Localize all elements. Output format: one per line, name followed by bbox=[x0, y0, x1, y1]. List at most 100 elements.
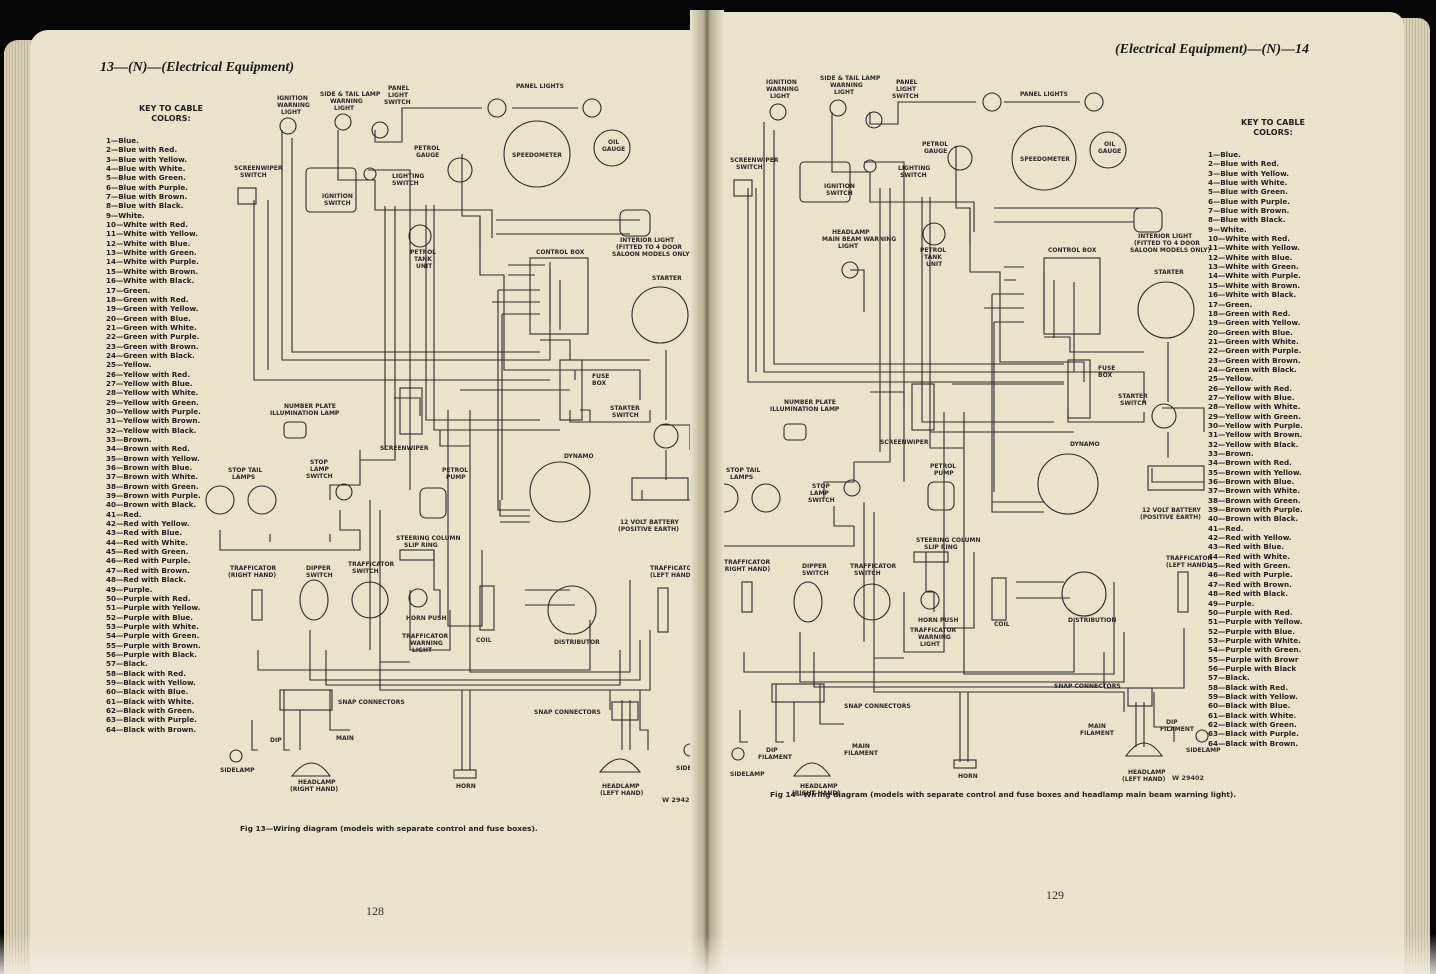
color-entry: 55—Purple with Browr bbox=[1208, 654, 1299, 664]
control-box bbox=[529, 257, 589, 335]
lbl-snap2: SNAP CONNECTORS bbox=[1054, 683, 1121, 690]
color-entry: 12—White with Blue. bbox=[1208, 252, 1293, 262]
right-page: (Electrical Equipment)—(N)—14 KEY TO CAB… bbox=[704, 12, 1404, 974]
color-entry: 54—Purple with Green. bbox=[1208, 645, 1302, 655]
color-entry: 19—Green with Yellow. bbox=[1208, 318, 1301, 328]
wires bbox=[219, 107, 691, 770]
battery bbox=[631, 477, 689, 501]
lbl-panel-lights: PANEL LIGHTS bbox=[516, 83, 564, 90]
color-entry: 56—Purple with Black bbox=[1208, 663, 1297, 673]
coil bbox=[479, 585, 495, 631]
color-entry: 27—Yellow with Blue. bbox=[1208, 392, 1295, 402]
number-plate-lamp bbox=[283, 421, 307, 439]
color-entry: 25—Yellow. bbox=[106, 360, 152, 370]
panel-light-right bbox=[1084, 92, 1104, 112]
color-entry: 41—Red. bbox=[1208, 523, 1244, 533]
color-entry: 20—Green with Blue. bbox=[106, 313, 191, 323]
number-plate-lamp bbox=[783, 423, 807, 441]
speedometer-dial bbox=[503, 120, 571, 188]
cable-color-key: KEY TO CABLE COLORS: 1—Blue.2—Blue with … bbox=[106, 104, 236, 734]
color-entry: 59—Black with Yellow. bbox=[1208, 691, 1298, 701]
color-entry: 6—Blue with Purple. bbox=[1208, 196, 1290, 206]
lbl-screenwiper: SCREENWIPER bbox=[380, 445, 429, 452]
horn-push bbox=[408, 588, 428, 608]
color-entry: 26—Yellow with Red. bbox=[1208, 383, 1293, 393]
color-entry: 30—Yellow with Purple. bbox=[106, 406, 201, 416]
color-entry: 42—Red with Yellow. bbox=[1208, 533, 1292, 543]
screenwiper-motor bbox=[911, 383, 935, 431]
color-entry: 60—Black with Blue. bbox=[106, 687, 189, 697]
color-entry: 40—Brown with Black. bbox=[106, 500, 197, 510]
screenwiper-switch bbox=[733, 179, 753, 197]
figure-caption: Fig 14—Wiring diagram (models with separ… bbox=[770, 790, 1237, 799]
lbl-traf-left: TRAFFICATOR(LEFT HAND) bbox=[1166, 555, 1213, 569]
color-entry: 32—Yellow with Black. bbox=[106, 425, 197, 435]
snap-connectors-left bbox=[771, 683, 825, 703]
color-entry: 14—White with Purple. bbox=[106, 257, 199, 267]
trafficator-switch bbox=[853, 583, 891, 621]
color-entry: 35—Brown with Yellow. bbox=[1208, 467, 1302, 477]
color-entry: 18—Green with Red. bbox=[1208, 308, 1291, 318]
lbl-headlamp-l: HEADLAMP(LEFT HAND) bbox=[600, 783, 644, 797]
color-entry: 29—Yellow with Green. bbox=[1208, 411, 1301, 421]
key-title: KEY TO CABLE COLORS: bbox=[138, 104, 203, 123]
lbl-control-box: CONTROL BOX bbox=[1048, 247, 1097, 254]
stop-tail-lamp-left bbox=[247, 485, 277, 515]
lbl-starter: STARTER bbox=[1154, 269, 1184, 276]
color-entry: 43—Red with Blue. bbox=[1208, 542, 1285, 552]
lbl-snap2: SNAP CONNECTORS bbox=[534, 709, 601, 716]
lbl-sidelamp-r: SIDELAMP bbox=[1186, 747, 1221, 754]
color-entry: 63—Black with Purple. bbox=[106, 715, 197, 725]
left-page: 13—(N)—(Electrical Equipment) KEY TO CAB… bbox=[30, 30, 718, 974]
panel-light-right bbox=[582, 98, 602, 118]
color-entry: 48—Red with Black. bbox=[106, 575, 186, 585]
dipper-switch bbox=[793, 581, 823, 623]
horn-unit bbox=[453, 769, 477, 779]
lbl-horn-push: HORN PUSH bbox=[918, 617, 958, 624]
color-entry: 23—Green with Brown. bbox=[1208, 355, 1301, 365]
color-entry: 8—Blue with Black. bbox=[106, 201, 184, 211]
color-entry: 38—Brown with Green. bbox=[1208, 495, 1301, 505]
color-entry: 22—Green with Purple. bbox=[1208, 346, 1302, 356]
oil-gauge-dial bbox=[1089, 131, 1127, 169]
trafficator-left bbox=[1177, 571, 1189, 613]
color-entry: 11—White with Yellow. bbox=[1208, 243, 1300, 253]
color-entry: 8—Blue with Black. bbox=[1208, 215, 1286, 225]
color-entry: 57—Black. bbox=[1208, 673, 1250, 683]
interior-light bbox=[1133, 207, 1163, 233]
color-entry: 24—Green with Black. bbox=[1208, 364, 1297, 374]
snap-connectors-left bbox=[279, 689, 333, 711]
page-edges-left bbox=[4, 40, 34, 974]
color-entry: 15—White with Brown. bbox=[1208, 280, 1301, 290]
color-entry: 64—Black with Brown. bbox=[1208, 738, 1299, 748]
petrol-gauge-dial bbox=[447, 157, 473, 183]
figure-caption: Fig 13—Wiring diagram (models with separ… bbox=[240, 824, 538, 833]
color-entry: 52—Purple with Blue. bbox=[106, 612, 193, 622]
trafficator-right bbox=[251, 589, 263, 621]
color-entry: 16—White with Black. bbox=[106, 276, 195, 286]
components bbox=[709, 92, 1209, 777]
side-tail-warning-light bbox=[829, 99, 847, 117]
color-entry: 39—Brown with Purple. bbox=[1208, 505, 1303, 515]
lbl-main: MAIN bbox=[336, 735, 354, 742]
color-entry: 1—Blue. bbox=[106, 136, 139, 145]
color-entry: 39—Brown with Purple. bbox=[106, 491, 201, 501]
color-entry: 23—Green with Brown. bbox=[106, 341, 199, 351]
